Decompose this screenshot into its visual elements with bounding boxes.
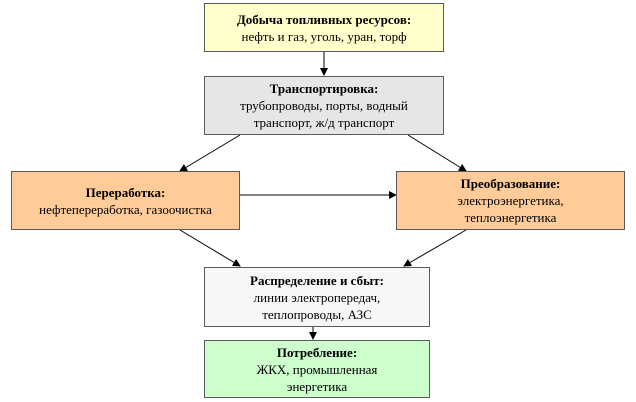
node-distribution-title: Распределение и сбыт: — [250, 272, 384, 288]
arrow-transport-to-conversion — [407, 134, 467, 172]
node-conversion-line-2: теплоэнергетика — [464, 210, 557, 225]
node-consumption-line-2: энергетика — [286, 378, 348, 394]
node-distribution: Распределение и сбыт: линии электроперед… — [204, 267, 430, 327]
node-consumption: Потребление: ЖКХ, промышленная энергетик… — [204, 340, 430, 398]
node-transport-line-1: трубопроводы, порты, водный — [240, 98, 408, 113]
node-conversion: Преобразование: электроэнергетика, тепло… — [396, 171, 625, 230]
node-processing-line-1: нефтепереработка, газоочистка — [39, 201, 212, 217]
node-distribution-line-1: линии электропередач, — [253, 289, 381, 305]
node-transport: Транспортировка: трубопроводы, порты, во… — [204, 76, 444, 135]
node-extraction-title: Добыча топливных ресурсов: — [236, 11, 412, 27]
node-conversion-title: Преобразование: — [460, 176, 561, 191]
node-conversion-line-1: электроэнергетика, — [457, 193, 564, 208]
arrow-transport-to-processing — [179, 134, 241, 172]
node-transport-line-2: транспорт, ж/д транспорт — [253, 115, 395, 130]
arrow-processing-to-distribution — [179, 229, 241, 267]
node-distribution-line-2: теплопроводы, АЗС — [262, 306, 372, 322]
node-extraction: Добыча топливных ресурсов: нефть и газ, … — [204, 3, 444, 52]
node-consumption-title: Потребление: — [276, 344, 358, 360]
node-extraction-line-1: нефть и газ, уголь, уран, торф — [241, 28, 407, 44]
arrow-conversion-to-distribution — [403, 229, 467, 267]
node-transport-title: Транспортировка: — [269, 81, 379, 96]
node-consumption-line-1: ЖКХ, промышленная — [256, 361, 378, 377]
node-processing: Переработка: нефтепереработка, газоочист… — [11, 171, 240, 230]
node-processing-title: Переработка: — [85, 184, 166, 200]
